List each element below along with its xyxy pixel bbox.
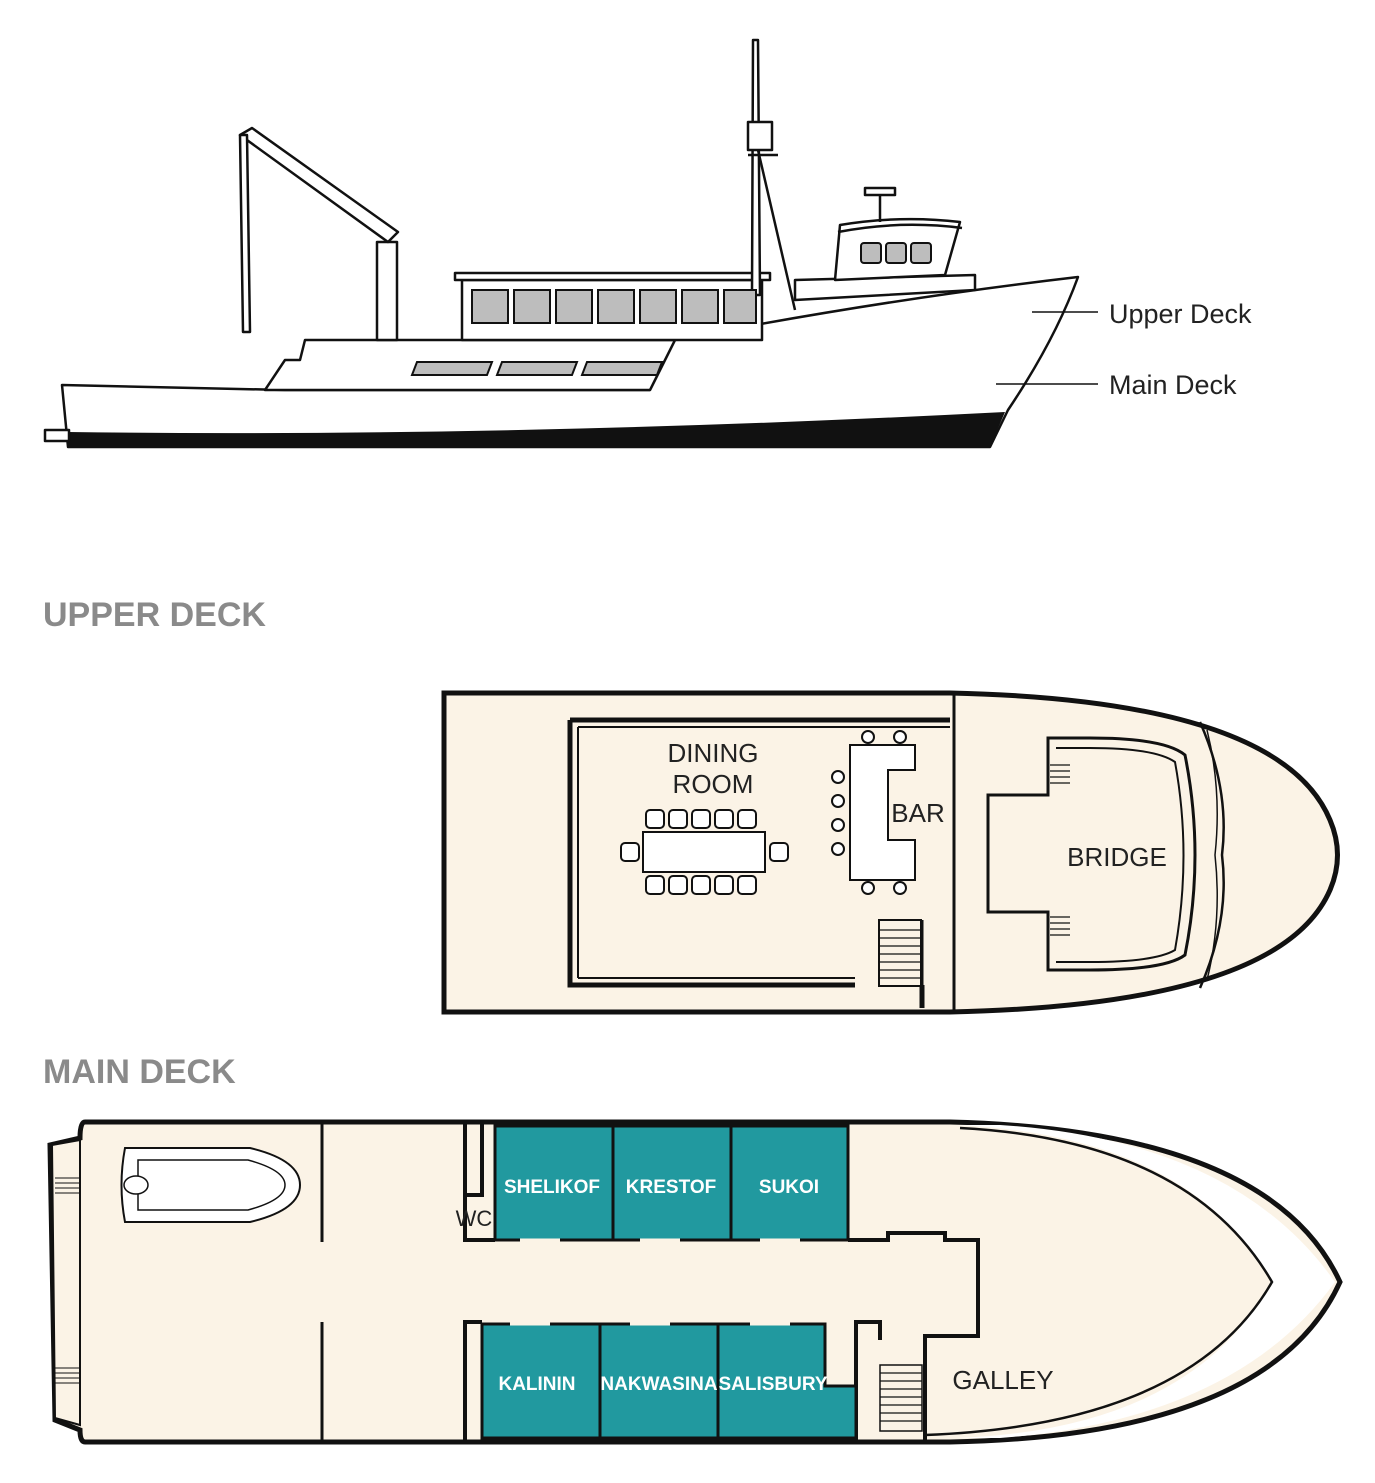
bridge-console	[986, 736, 1197, 972]
cabins	[480, 1124, 858, 1440]
main-deck-hull	[47, 1119, 1343, 1445]
cabin-label-nakwasina: NAKWASINA	[600, 1374, 717, 1395]
cabin-label-shelikof: SHELIKOF	[504, 1177, 600, 1198]
galley-label: GALLEY	[952, 1365, 1053, 1395]
cabin-label-kalinin: KALININ	[498, 1374, 575, 1395]
dining-room-label-line2: ROOM	[673, 769, 754, 799]
upper-deck-title: UPPER DECK	[43, 596, 266, 634]
bar-counter	[849, 744, 916, 881]
main-deck-title: MAIN DECK	[43, 1053, 236, 1091]
cabin-label-krestof: KRESTOF	[626, 1177, 716, 1198]
keel-band	[68, 412, 1005, 447]
bar-label: BAR	[891, 798, 944, 828]
wc-label: WC	[456, 1206, 493, 1231]
cabin-label-salisbury: SALISBURY	[718, 1374, 827, 1395]
cabin-label-sukoi: SUKOI	[759, 1177, 819, 1198]
wheelhouse-windows	[860, 242, 932, 264]
upper-deckhouse-windows	[471, 289, 757, 324]
cabin-krestof[interactable]	[611, 1124, 733, 1242]
bridge-label: BRIDGE	[1067, 842, 1167, 872]
main-deck-plan	[47, 1119, 1343, 1445]
transom-step	[43, 428, 71, 443]
bar-stools	[831, 730, 907, 895]
dining-room-label-line1: DINING	[668, 738, 759, 768]
dining-table	[642, 831, 766, 873]
dining-chairs	[620, 809, 789, 895]
cabin-nakwasina[interactable]	[598, 1322, 720, 1440]
main-deckhouse-windows	[410, 361, 664, 376]
ship-profile	[43, 38, 1080, 449]
skiff	[120, 1147, 302, 1223]
cabin-door-gaps	[510, 1238, 800, 1326]
crane-boom	[238, 126, 400, 244]
main-deck-profile-label: Main Deck	[1109, 370, 1237, 400]
radar	[863, 186, 897, 197]
upper-deck-plan	[441, 690, 1340, 1015]
wheelhouse-roof	[837, 223, 963, 234]
crane-leg	[238, 133, 252, 334]
main-mast	[750, 38, 762, 297]
upper-deck-profile-label: Upper Deck	[1109, 299, 1252, 329]
upper-deckhouse-roof	[453, 271, 772, 282]
cabin-salisbury[interactable]	[716, 1322, 858, 1440]
cabin-sukoi[interactable]	[729, 1124, 850, 1242]
